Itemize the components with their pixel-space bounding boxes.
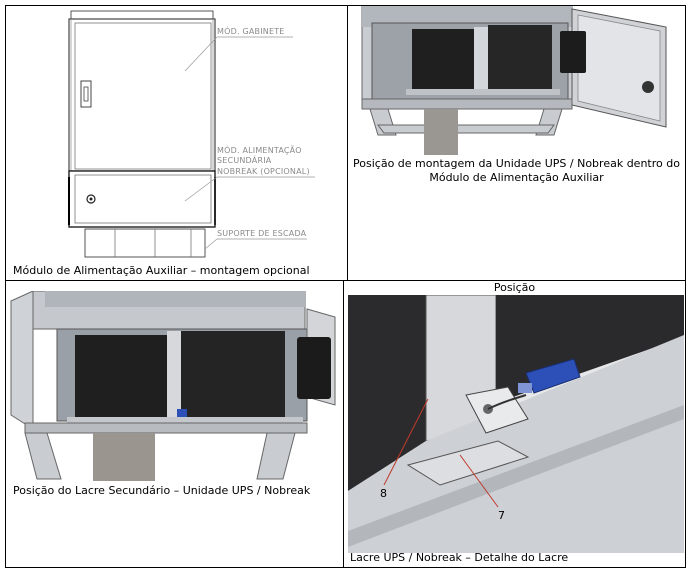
panel-cabinet-drawing: MÓD. GABINETE MÓD. ALIMENTAÇÃO SECUNDÁRI…: [5, 5, 347, 279]
label-suporte-escada: SUPORTE DE ESCADA: [217, 229, 307, 238]
secondary-seal-render: [5, 291, 343, 481]
border-left: [5, 5, 6, 567]
border-bottom-divider: [343, 280, 344, 568]
panel-secondary-seal: Posição do Lacre Secundário – Unidade UP…: [5, 291, 343, 567]
callout-7: 7: [498, 509, 505, 522]
label-mod-gabinete: MÓD. GABINETE: [217, 25, 285, 36]
border-right: [685, 5, 686, 567]
caption-top-left: Módulo de Alimentação Auxiliar – montage…: [13, 264, 310, 277]
border-bottom: [5, 567, 686, 568]
border-middle: [5, 280, 686, 281]
label-mod-alimentacao-line2: SECUNDÁRIA: [217, 154, 272, 165]
panel-ups-mounting: Posição de montagem da Unidade UPS / Nob…: [348, 5, 685, 279]
caption-top-right-line2: Módulo de Alimentação Auxiliar: [429, 171, 604, 184]
callout-8: 8: [380, 487, 387, 500]
caption-bottom-left: Posição do Lacre Secundário – Unidade UP…: [13, 484, 311, 497]
border-top-divider: [347, 5, 348, 281]
border-top: [5, 5, 686, 6]
caption-bottom-right: Lacre UPS / Nobreak – Detalhe do Lacre: [350, 551, 569, 564]
panel-header-posicao: Posição: [493, 281, 536, 294]
label-mod-alimentacao-line1: MÓD. ALIMENTAÇÃO: [217, 144, 302, 155]
seal-detail-render: 8 7: [348, 295, 684, 553]
ups-mounting-render: [348, 5, 685, 155]
caption-top-right-line1: Posição de montagem da Unidade UPS / Nob…: [353, 157, 680, 170]
cabinet-drawing: MÓD. GABINETE MÓD. ALIMENTAÇÃO SECUNDÁRI…: [68, 10, 315, 258]
panel-seal-detail: Posição 8 7 Lacre UP: [344, 281, 685, 567]
label-mod-alimentacao-line3: NOBREAK (OPCIONAL): [217, 167, 310, 176]
